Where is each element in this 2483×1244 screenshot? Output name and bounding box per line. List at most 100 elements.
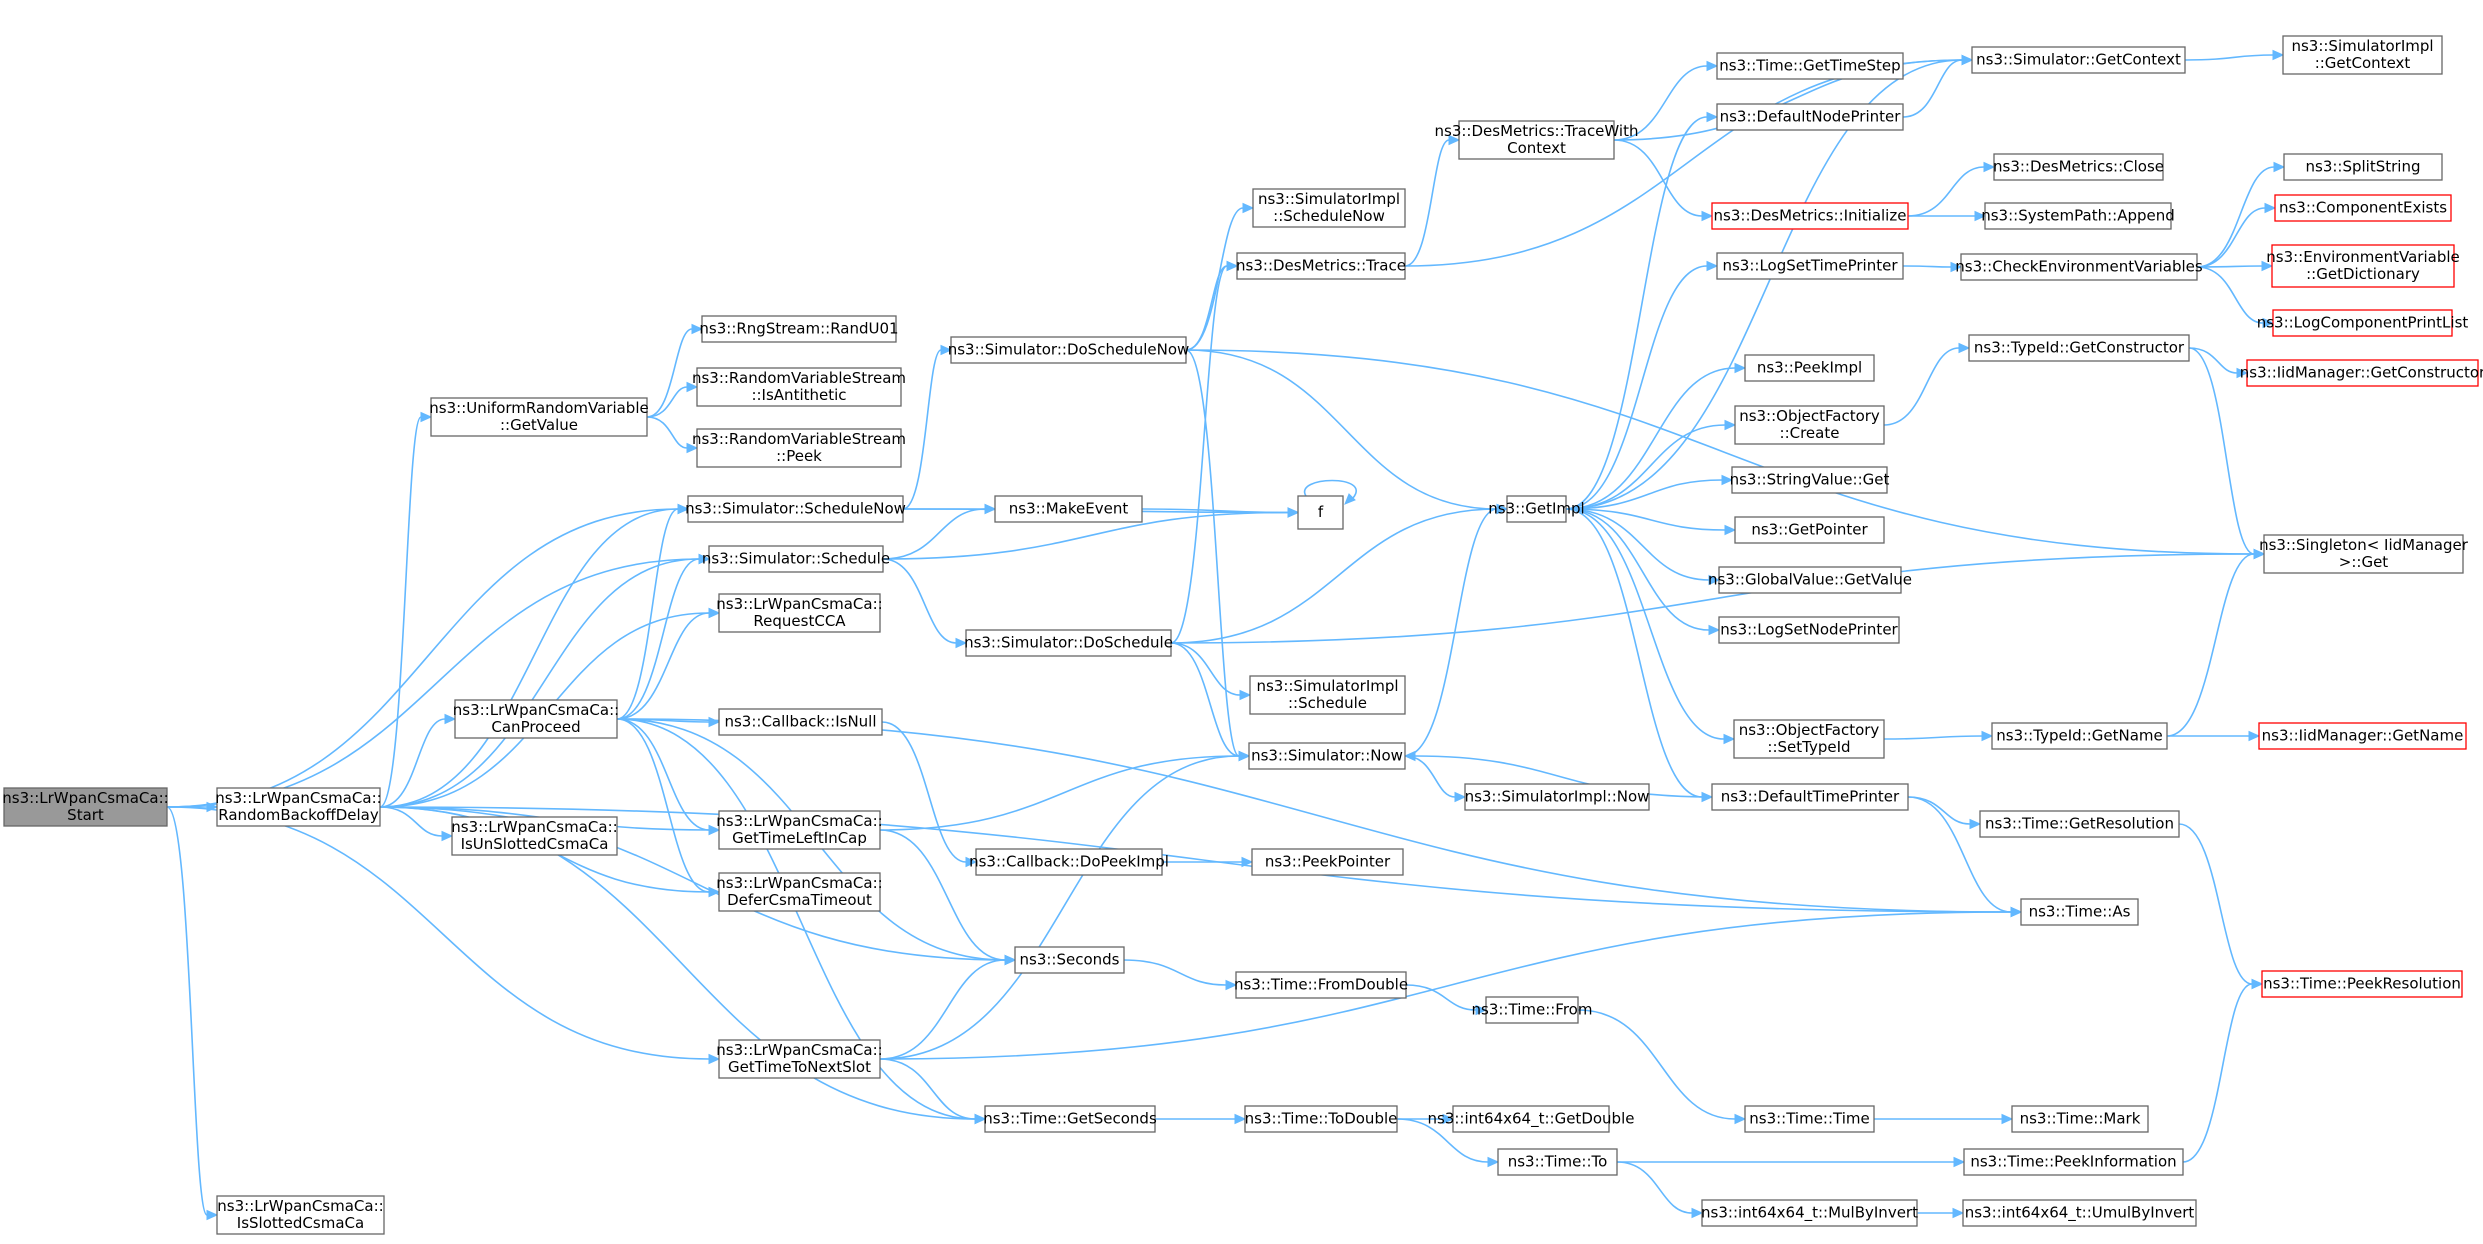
node-simnow[interactable]: ns3::Simulator::Now [1248, 742, 1406, 770]
node-box-seconds[interactable] [1014, 946, 1125, 974]
node-box-getpointer[interactable] [1734, 516, 1885, 544]
node-box-timetime[interactable] [1744, 1105, 1875, 1133]
node-box-desmetricstrace[interactable] [1236, 252, 1406, 280]
node-timemark[interactable]: ns3::Time::Mark [2011, 1105, 2149, 1133]
node-isslotted[interactable]: ns3::LrWpanCsmaCa::IsSlottedCsmaCa [216, 1195, 385, 1235]
node-box-logcompprint[interactable] [2272, 309, 2453, 337]
node-box-timefrom[interactable] [1485, 996, 1579, 1024]
node-rand01[interactable]: ns3::RngStream::RandU01 [699, 315, 899, 343]
node-reqcca[interactable]: ns3::LrWpanCsmaCa::RequestCCA [716, 593, 883, 633]
node-box-logsettime[interactable] [1716, 252, 1904, 280]
node-gettimeleft[interactable]: ns3::LrWpanCsmaCa::GetTimeLeftInCap [716, 810, 883, 850]
node-strvalget[interactable]: ns3::StringValue::Get [1730, 466, 1890, 494]
node-box-mulbyinvert[interactable] [1701, 1199, 1918, 1227]
node-box-globalget[interactable] [1718, 566, 1902, 594]
node-box-peekinfo[interactable] [1963, 1148, 2184, 1176]
node-box-deftimeprinter[interactable] [1711, 783, 1909, 811]
node-box-gettonext[interactable] [718, 1039, 881, 1079]
node-box-makeevent[interactable] [994, 495, 1143, 523]
node-logsettime[interactable]: ns3::LogSetTimePrinter [1716, 252, 1904, 280]
node-box-simimplschedule[interactable] [1249, 675, 1406, 715]
node-dopeek[interactable]: ns3::Callback::DoPeekImpl [969, 848, 1169, 876]
node-doschedule[interactable]: ns3::Simulator::DoSchedule [964, 629, 1173, 657]
node-schednow[interactable]: ns3::Simulator::ScheduleNow [685, 495, 906, 523]
node-timeto[interactable]: ns3::Time::To [1497, 1148, 1618, 1176]
node-box-simimplnow[interactable] [1464, 783, 1650, 811]
node-box-defnodeprinter[interactable] [1716, 103, 1904, 131]
node-box-urv[interactable] [430, 397, 648, 437]
node-timetime[interactable]: ns3::Time::Time [1744, 1105, 1875, 1133]
node-rbd[interactable]: ns3::LrWpanCsmaCa::RandomBackoffDelay [215, 787, 382, 827]
node-box-peekpointer[interactable] [1251, 848, 1404, 876]
node-timefrom[interactable]: ns3::Time::From [1472, 996, 1593, 1024]
node-simgetcontext[interactable]: ns3::Simulator::GetContext [1971, 46, 2186, 74]
node-globalget[interactable]: ns3::GlobalValue::GetValue [1708, 566, 1912, 594]
node-box-timeto[interactable] [1497, 1148, 1618, 1176]
node-box-desclose[interactable] [1993, 153, 2164, 181]
node-box-peekres[interactable] [2261, 970, 2463, 998]
node-box-timemark[interactable] [2011, 1105, 2149, 1133]
node-peekpointer[interactable]: ns3::PeekPointer [1251, 848, 1404, 876]
node-peekimpl[interactable]: ns3::PeekImpl [1744, 354, 1875, 382]
node-box-getdouble[interactable] [1452, 1105, 1610, 1133]
node-box-rand01[interactable] [701, 315, 897, 343]
node-box-gettimestep[interactable] [1716, 52, 1904, 80]
node-compexists[interactable]: ns3::ComponentExists [2274, 194, 2452, 222]
node-todouble[interactable]: ns3::Time::ToDouble [1244, 1105, 1398, 1133]
node-doschednow[interactable]: ns3::Simulator::DoScheduleNow [948, 336, 1190, 364]
node-box-canproceed[interactable] [454, 699, 618, 739]
node-getseconds[interactable]: ns3::Time::GetSeconds [983, 1105, 1157, 1133]
node-box-objfactset[interactable] [1733, 719, 1885, 759]
node-envgetdict[interactable]: ns3::EnvironmentVariable::GetDictionary [2266, 244, 2460, 288]
node-box-schednow[interactable] [687, 495, 904, 523]
node-simimplnow[interactable]: ns3::SimulatorImpl::Now [1464, 783, 1650, 811]
node-deftimeprinter[interactable]: ns3::DefaultTimePrinter [1711, 783, 1909, 811]
node-box-typeidgetname[interactable] [1991, 722, 2168, 750]
node-mulbyinvert[interactable]: ns3::int64x64_t::MulByInvert [1701, 1199, 1918, 1227]
node-defnodeprinter[interactable]: ns3::DefaultNodePrinter [1716, 103, 1904, 131]
node-box-simimplgetcontext[interactable] [2282, 35, 2443, 75]
node-umulbyinvert[interactable]: ns3::int64x64_t::UmulByInvert [1962, 1199, 2197, 1227]
node-isunslotted[interactable]: ns3::LrWpanCsmaCa::IsUnSlottedCsmaCa [451, 816, 618, 856]
node-box-doschednow[interactable] [950, 336, 1187, 364]
node-box-objfactcreate[interactable] [1734, 405, 1885, 445]
node-typeidgetctor[interactable]: ns3::TypeId::GetConstructor [1968, 334, 2190, 362]
node-singleton[interactable]: ns3::Singleton< IidManager>::Get [2259, 534, 2469, 574]
node-box-singleton[interactable] [2263, 534, 2464, 574]
node-canproceed[interactable]: ns3::LrWpanCsmaCa::CanProceed [453, 699, 619, 739]
node-peekinfo[interactable]: ns3::Time::PeekInformation [1963, 1148, 2184, 1176]
node-box-typeidgetctor[interactable] [1968, 334, 2190, 362]
node-box-envgetdict[interactable] [2271, 244, 2455, 288]
node-peekres[interactable]: ns3::Time::PeekResolution [2261, 970, 2463, 998]
node-box-tracewith[interactable] [1458, 120, 1615, 160]
node-box-f[interactable] [1297, 495, 1344, 530]
node-objfactcreate[interactable]: ns3::ObjectFactory::Create [1734, 405, 1885, 445]
node-box-fromdouble[interactable] [1235, 971, 1407, 999]
node-desclose[interactable]: ns3::DesMetrics::Close [1993, 153, 2164, 181]
node-box-strvalget[interactable] [1731, 466, 1888, 494]
node-gettonext[interactable]: ns3::LrWpanCsmaCa::GetTimeToNextSlot [716, 1039, 883, 1079]
node-box-timeas[interactable] [2020, 898, 2139, 926]
node-iidgetctor[interactable]: ns3::IidManager::GetConstructor [2240, 359, 2483, 387]
node-box-iidgetctor[interactable] [2246, 359, 2479, 387]
node-box-defer[interactable] [718, 872, 881, 912]
node-box-dopeek[interactable] [975, 848, 1163, 876]
node-box-desinit[interactable] [1711, 202, 1909, 230]
node-splitstring[interactable]: ns3::SplitString [2283, 153, 2443, 181]
node-box-syspathappend[interactable] [1984, 202, 2172, 230]
node-logsetnode[interactable]: ns3::LogSetNodePrinter [1718, 616, 1900, 644]
node-gettimestep[interactable]: ns3::Time::GetTimeStep [1716, 52, 1904, 80]
node-defer[interactable]: ns3::LrWpanCsmaCa::DeferCsmaTimeout [716, 872, 883, 912]
node-box-start[interactable] [3, 787, 168, 827]
node-box-gettimeleft[interactable] [718, 810, 881, 850]
node-fromdouble[interactable]: ns3::Time::FromDouble [1234, 971, 1408, 999]
node-box-simgetcontext[interactable] [1971, 46, 2186, 74]
node-start[interactable]: ns3::LrWpanCsmaCa::Start [2, 787, 169, 827]
node-sched[interactable]: ns3::Simulator::Schedule [702, 545, 890, 573]
node-desmetricstrace[interactable]: ns3::DesMetrics::Trace [1236, 252, 1406, 280]
node-box-sched[interactable] [708, 545, 884, 573]
node-isnull[interactable]: ns3::Callback::IsNull [718, 708, 883, 736]
node-timeas[interactable]: ns3::Time::As [2020, 898, 2139, 926]
node-f[interactable]: f [1297, 495, 1344, 530]
